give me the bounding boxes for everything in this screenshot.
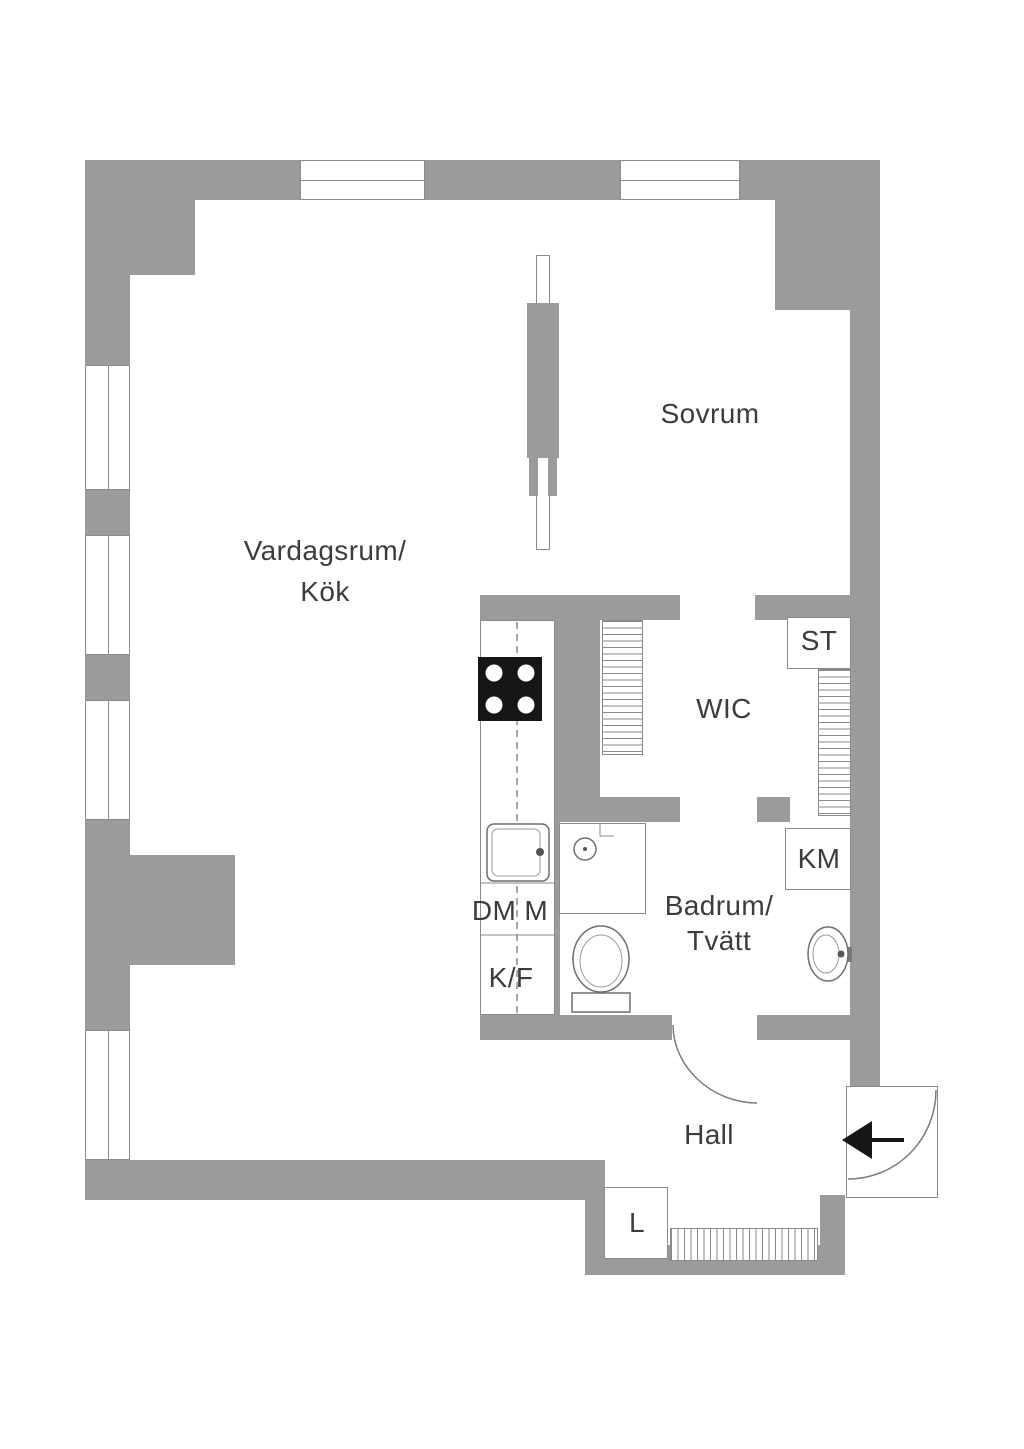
wic-wardrobe-hatch: [602, 620, 643, 755]
wall-st-top: [755, 595, 880, 620]
window-left-2: [85, 535, 130, 655]
wall-bottom: [85, 1160, 600, 1200]
sliding-partition-wall-block: [527, 303, 559, 458]
wall-corner-top-left: [85, 200, 195, 275]
appliance-label-dm-m: DM M: [471, 895, 549, 926]
wall-bottom-right-jamb: [820, 1195, 845, 1275]
wall-right: [850, 310, 880, 1088]
washing-machine-box: [785, 828, 851, 890]
room-label-wic: WIC: [696, 693, 752, 724]
window-left-4: [85, 1030, 130, 1160]
wall-left-bumpout: [85, 855, 235, 965]
wall-top-right: [740, 160, 880, 200]
window-left-3: [85, 700, 130, 820]
wall-left-pier-4: [85, 820, 130, 858]
wall-wic-bathroom-stub: [757, 797, 790, 822]
wall-bathroom-bottom-right: [757, 1015, 880, 1040]
hall-wardrobe-hatch: [670, 1228, 818, 1261]
sliding-partition-tab-right: [548, 458, 557, 496]
room-label-vardagsrum-line2: Kök: [300, 576, 350, 607]
toilet-icon: [571, 925, 631, 1013]
closet-label-l: L: [629, 1207, 645, 1238]
kitchen-counter: [480, 620, 555, 1015]
st-closet-box: [787, 617, 851, 669]
entrance-door-opening: [846, 1086, 938, 1198]
closet-label-st: ST: [800, 625, 838, 656]
appliance-label-kf: K/F: [488, 962, 534, 993]
washbasin-icon: [807, 926, 852, 982]
window-top-1: [300, 160, 425, 200]
window-top-2: [620, 160, 740, 200]
room-label-hall: Hall: [684, 1119, 734, 1150]
wall-corner-top-right: [775, 200, 880, 310]
room-label-vardagsrum-line1: Vardagsrum/: [243, 535, 407, 566]
wall-wic-bathroom: [555, 797, 680, 822]
window-left-1: [85, 365, 130, 490]
appliance-label-km: KM: [797, 843, 841, 874]
shower-box: [559, 823, 646, 914]
wall-left-pier-3: [85, 655, 130, 700]
bathroom-door-arc: [672, 1024, 758, 1104]
sliding-partition-tab-left: [529, 458, 538, 496]
wall-kitchen-top: [480, 595, 680, 620]
wall-top-left: [85, 160, 300, 200]
wall-kitchen-wic: [555, 620, 600, 797]
room-label-sovrum: Sovrum: [660, 398, 760, 429]
wall-left-pier-1: [85, 275, 130, 365]
wall-bathroom-bottom-left: [480, 1015, 672, 1040]
wall-kitchen-bathroom-thin: [555, 822, 560, 1015]
l-closet-box: [604, 1187, 668, 1259]
wall-left-pier-5: [85, 965, 130, 1030]
st-wardrobe-hatch: [818, 669, 851, 816]
wall-top-middle: [425, 160, 620, 200]
room-label-badrum-line2: Tvätt: [686, 925, 752, 956]
room-label-badrum-line1: Badrum/: [664, 890, 774, 921]
wall-left-pier-2: [85, 490, 130, 535]
